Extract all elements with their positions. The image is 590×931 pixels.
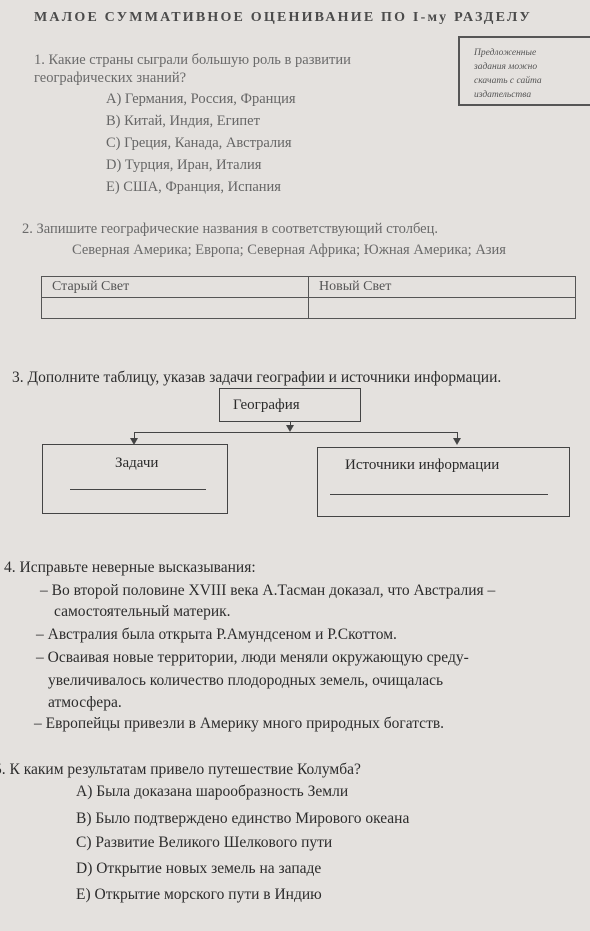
geography-label: География	[233, 397, 300, 413]
q3-text: 3. Дополните таблицу, указав задачи геог…	[12, 369, 502, 386]
arrow-down-icon	[286, 425, 294, 432]
q2-names: Северная Америка; Европа; Северная Африк…	[72, 242, 506, 258]
connector-line	[134, 432, 135, 440]
q4-statement: самостоятельный материк.	[54, 603, 231, 620]
q4-text: 4. Исправьте неверные высказывания:	[4, 559, 256, 576]
page-title: МАЛОЕ СУММАТИВНОЕ ОЦЕНИВАНИЕ ПО I-му РАЗ…	[34, 10, 533, 25]
q5-option-b: В) Было подтверждено единство Мирового о…	[76, 810, 410, 827]
q2-text: 2. Запишите географические названия в со…	[22, 221, 438, 237]
connector-line	[134, 432, 458, 433]
q4-statement: – Осваивая новые территории, люди меняли…	[36, 649, 469, 666]
q1-option-e: Е) США, Франция, Испания	[106, 179, 281, 195]
answer-line	[330, 494, 548, 495]
connector-line	[457, 432, 458, 440]
note-line: издательства	[474, 90, 532, 100]
q5-option-d: D) Открытие новых земель на западе	[76, 860, 322, 877]
q4-statement: атмосфера.	[48, 694, 122, 711]
tasks-label: Задачи	[115, 455, 159, 471]
old-new-world-table: Старый Свет Новый Свет	[41, 276, 576, 319]
sources-box	[317, 447, 570, 517]
sources-label: Источники информации	[345, 457, 500, 473]
q4-statement: – Европейцы привезли в Америку много при…	[34, 715, 445, 732]
q5-text: 5. К каким результатам привело путешеств…	[0, 761, 361, 778]
q5-option-a: А) Была доказана шарообразность Земли	[76, 783, 349, 800]
q1-text-line-2: географических знаний?	[34, 70, 187, 86]
q1-text-line-1: 1. Какие страны сыграли большую роль в р…	[34, 52, 351, 68]
table-header-new-world: Новый Свет	[308, 276, 576, 298]
q1-option-a: А) Германия, Россия, Франция	[106, 91, 296, 107]
q1-option-b: В) Китай, Индия, Египет	[106, 113, 260, 129]
table-cell-new-world	[308, 297, 576, 319]
note-line: Предложенные	[474, 48, 537, 58]
q1-option-d: D) Турция, Иран, Италия	[106, 157, 262, 173]
publisher-note: Предложенные задания можно скачать с сай…	[458, 36, 590, 106]
note-line: задания можно	[474, 62, 538, 72]
q4-statement: – Во второй половине XVIII века А.Тасман…	[40, 582, 496, 599]
table-cell-old-world	[41, 297, 309, 319]
q5-option-e: Е) Открытие морского пути в Индию	[76, 886, 322, 903]
q1-option-c: С) Греция, Канада, Австралия	[106, 135, 292, 151]
arrow-down-icon	[130, 438, 138, 445]
note-line: скачать с сайта	[474, 76, 542, 86]
tasks-box	[42, 444, 228, 514]
table-header-old-world: Старый Свет	[41, 276, 309, 298]
q4-statement: – Австралия была открыта Р.Амундсеном и …	[36, 626, 397, 643]
answer-line	[70, 489, 206, 490]
arrow-down-icon	[453, 438, 461, 445]
q5-option-c: С) Развитие Великого Шелкового пути	[76, 834, 333, 851]
q4-statement: увеличивалось количество плодородных зем…	[48, 672, 444, 689]
geography-box	[219, 388, 361, 422]
